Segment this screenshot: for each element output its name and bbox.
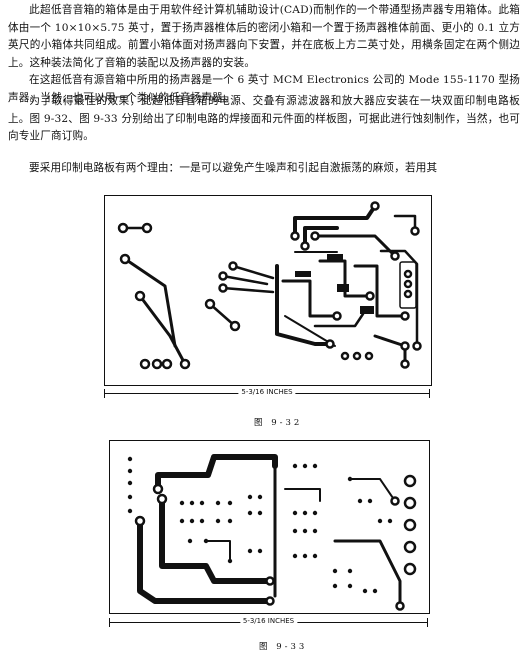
figure-9-32-dimension: 5-3/16 INCHES	[104, 387, 430, 398]
figure-9-32-dimension-label: 5-3/16 INCHES	[238, 387, 296, 398]
figure-9-33-caption: 图 9-33	[259, 642, 308, 652]
paragraph-speaker: 在这超低音有源音箱中所用的扬声器是一个 6 英寸 MCM Electronics…	[8, 74, 520, 104]
figure-9-33-dimension-label: 5-3/16 INCHES	[239, 616, 298, 627]
pcb-solder-side-artwork	[117, 201, 422, 370]
pcb-solder-side-figure	[104, 195, 432, 386]
pcb-component-side-artwork	[127, 454, 417, 611]
figure-9-33-dimension: 5-3/16 INCHES	[109, 616, 428, 627]
paragraph-enclosure: 此超低音音箱的箱体是由于用软件经计算机辅助设计(CAD)而制作的一个带通型扬声器…	[8, 4, 520, 104]
figure-9-32-caption: 图 9-32	[254, 418, 303, 428]
paragraph-pcb: 为了取得最佳的效果，此超低音音箱的电源、交叠有源滤波器和放大器应安装在一块双面印…	[8, 95, 520, 143]
paragraph-reasons: 要采用印制电路板有两个理由：一是可以避免产生噪声和引起自激振荡的麻烦，若用其	[29, 162, 438, 174]
pcb-component-side-figure	[109, 440, 430, 614]
